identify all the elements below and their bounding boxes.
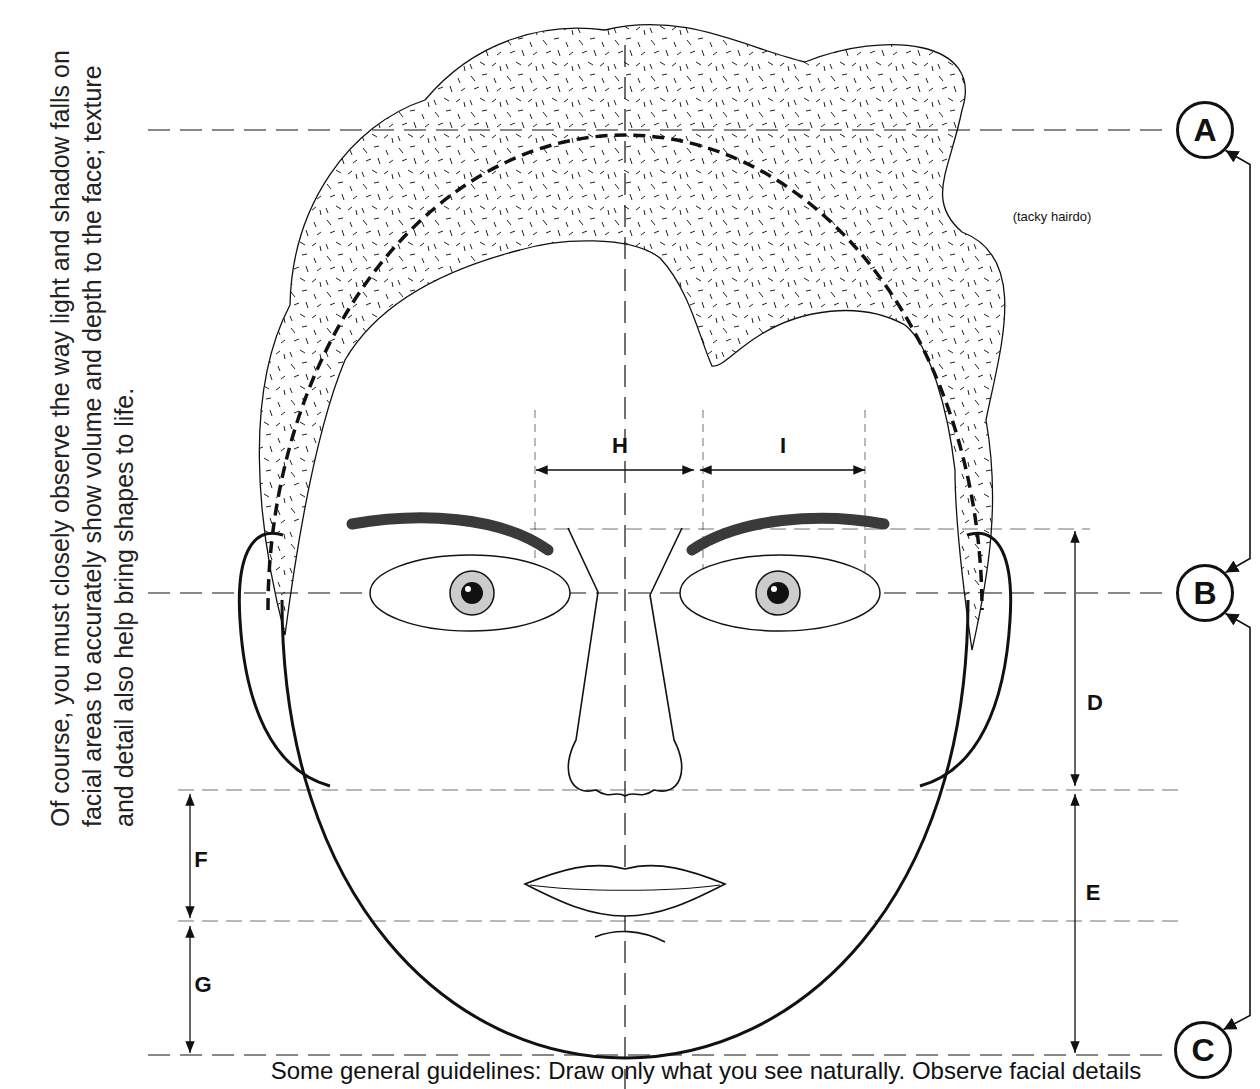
dimension-arrow — [536, 469, 694, 470]
guide-line — [178, 921, 1185, 922]
dimension-letter: D — [1087, 690, 1103, 715]
reference-letter: C — [1191, 1034, 1214, 1066]
center-line — [624, 45, 625, 1089]
eyebrow — [692, 518, 884, 550]
guide-line — [178, 790, 1185, 791]
guide-line — [535, 410, 536, 590]
mouth — [525, 866, 725, 916]
dimension-letter: H — [612, 433, 628, 458]
guide-line — [865, 410, 866, 590]
dimension-arrow — [189, 794, 190, 918]
nose — [568, 528, 682, 796]
eye — [680, 555, 880, 631]
dimension-arrows — [190, 470, 1075, 1053]
dimension-letter: F — [194, 847, 207, 872]
reference-letter: A — [1193, 114, 1216, 146]
reference-circle: A — [1176, 101, 1234, 159]
guide-line — [703, 410, 704, 590]
height-arrow — [1224, 614, 1250, 1030]
dimension-arrow — [1074, 794, 1075, 1053]
dimension-letter: G — [194, 972, 211, 997]
note: (tacky hairdo) — [1013, 210, 1092, 225]
reference-circle: C — [1174, 1021, 1232, 1079]
eyebrow — [352, 518, 548, 550]
dimension-letter: E — [1086, 880, 1101, 905]
side-note: Of course, you must closely observe the … — [44, 37, 140, 827]
height-arrow — [1226, 151, 1250, 573]
dimension-letter: I — [780, 433, 786, 458]
chin-mark — [595, 932, 665, 942]
reference-circle: B — [1176, 564, 1234, 622]
hair — [259, 24, 1004, 650]
mouth-line — [530, 885, 720, 890]
dimension-arrow — [700, 469, 865, 470]
eye — [370, 555, 570, 631]
reference-letter: B — [1193, 577, 1216, 609]
footer-note: Some general guidelines: Draw only what … — [271, 1057, 1142, 1085]
guide-line — [148, 592, 1170, 593]
guide-line — [530, 529, 1090, 530]
dimension-arrow — [189, 926, 190, 1053]
dimension-arrow — [1074, 531, 1075, 786]
